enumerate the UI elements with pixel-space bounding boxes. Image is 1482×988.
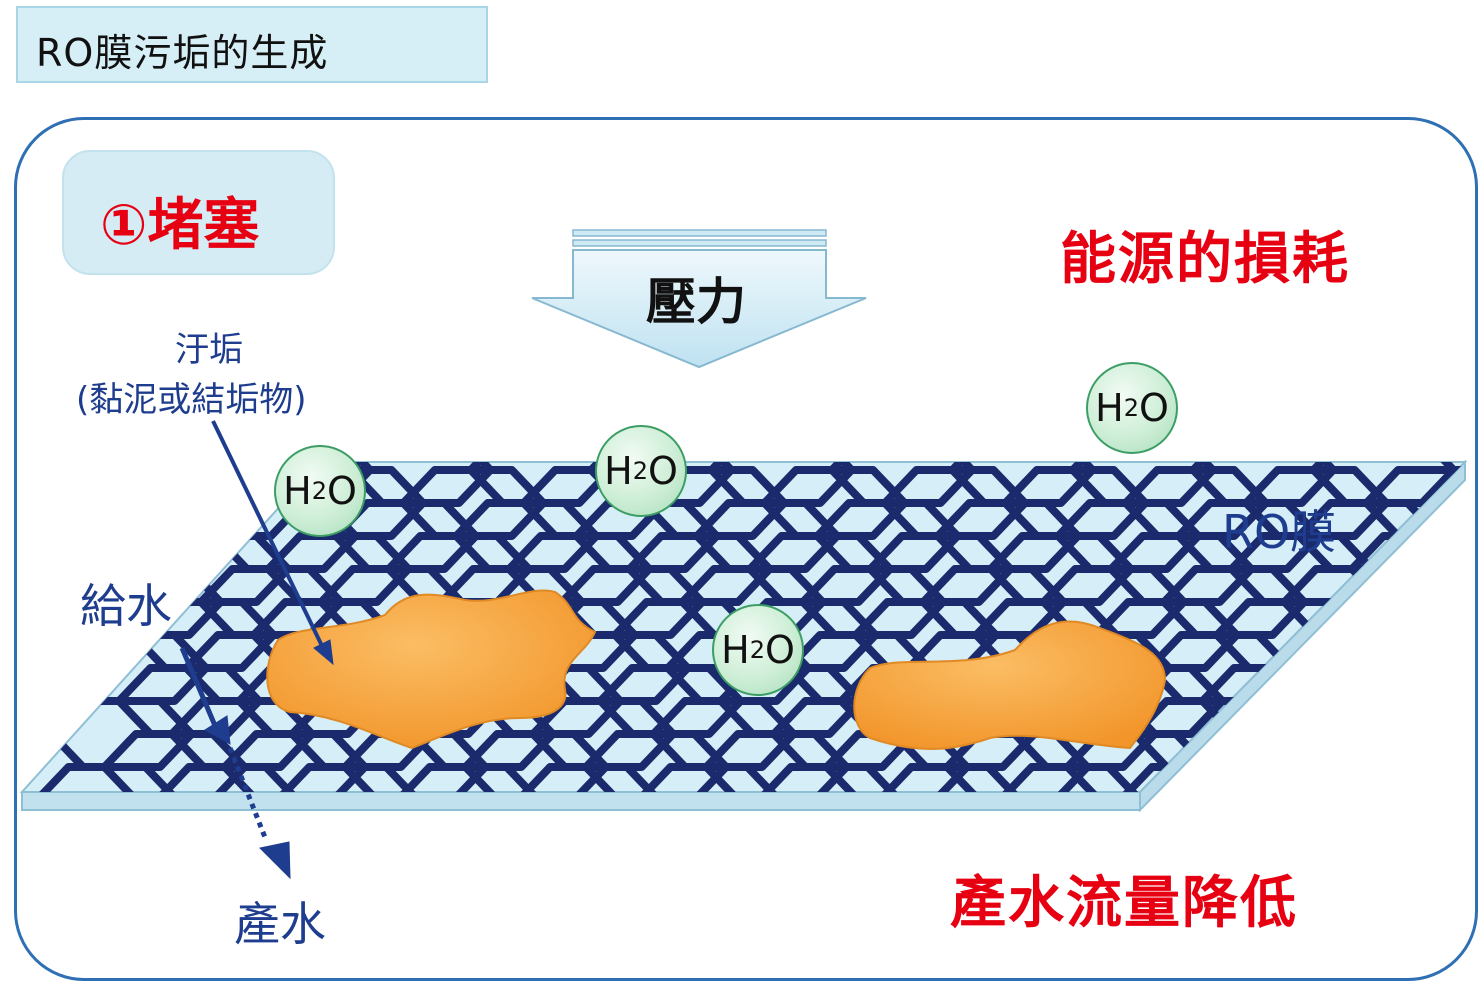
fouling-sublabel: (黏泥或結垢物)	[76, 380, 307, 420]
flow-drop-label: 產水流量降低	[950, 871, 1298, 936]
title-box: RO膜污垢的生成	[16, 6, 488, 83]
ro-membrane-label: RO膜	[1222, 505, 1337, 559]
feed-water-label: 給水	[80, 579, 172, 633]
page-title: RO膜污垢的生成	[36, 31, 329, 75]
fouling-label: 汙垢	[175, 330, 243, 370]
pressure-label: 壓力	[646, 273, 746, 331]
badge-label: ①堵塞	[100, 193, 260, 258]
fouling-deposit-right	[853, 620, 1167, 750]
fouling-pointer	[211, 420, 334, 666]
pressure-arrow	[531, 229, 867, 369]
flow-arrows	[179, 647, 291, 880]
blockage-badge: ①堵塞	[62, 150, 335, 275]
fouling-deposit-left	[266, 589, 597, 750]
energy-loss-label: 能源的損耗	[1060, 227, 1350, 292]
product-water-label: 產水	[234, 897, 326, 951]
